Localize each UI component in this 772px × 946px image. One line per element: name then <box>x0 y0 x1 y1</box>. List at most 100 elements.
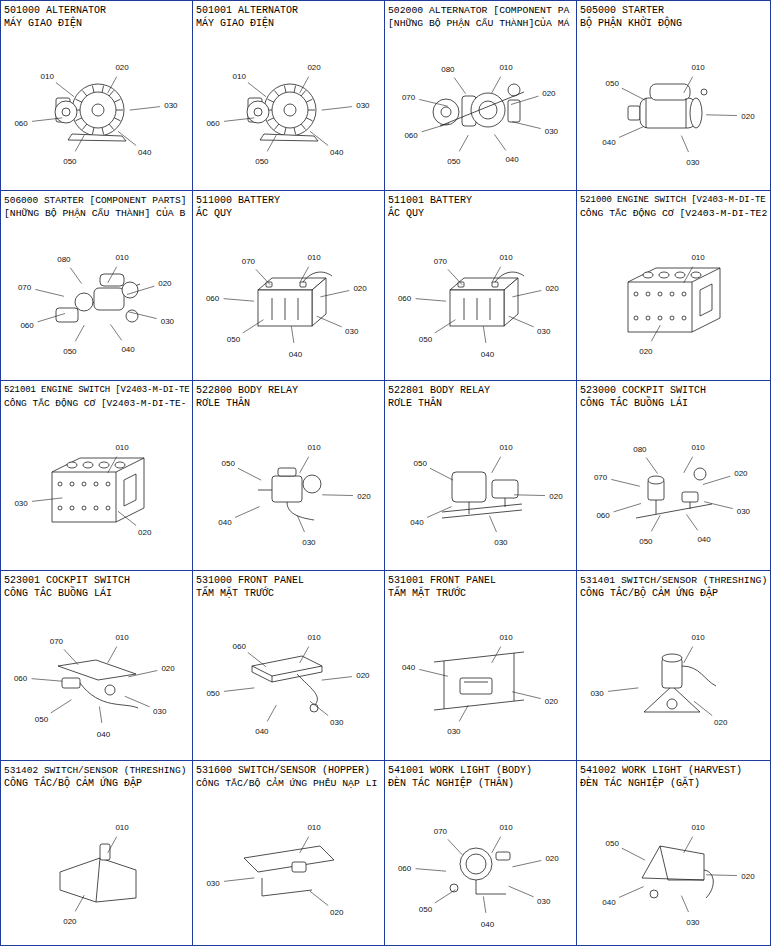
leader-line <box>38 313 65 321</box>
part-ellipse <box>659 272 669 278</box>
callout-number: 020 <box>713 718 728 727</box>
part-rect <box>94 288 124 310</box>
callout-number: 010 <box>690 63 705 72</box>
part-outline <box>442 504 522 518</box>
section-title-vi: CÔNG TẮC ĐỘNG CƠ [V2403-M-DI-TE- <box>4 397 186 410</box>
part-circle <box>667 699 677 709</box>
part-circle <box>670 316 674 320</box>
callout-number: 070 <box>401 92 416 101</box>
part-outline <box>434 652 524 710</box>
part-outline <box>294 128 296 135</box>
index-cell: 531000 FRONT PANELTẤM MẶT TRƯỚC <box>192 570 385 761</box>
section-title-vi: CÔNG TẮC BUỒNG LÁI <box>4 587 112 600</box>
section-title: 531402 SWITCH/SENSOR (THRESHING) <box>4 764 186 777</box>
part-rect <box>496 852 510 860</box>
part-rect <box>62 678 80 688</box>
part-outline <box>52 458 144 522</box>
callout-number: 050 <box>418 334 433 343</box>
part-outline <box>312 278 326 326</box>
leader-line <box>492 647 501 663</box>
section-title-vi: MÁY GIAO ĐIỆN <box>196 17 274 30</box>
part-ellipse <box>99 462 109 468</box>
part-illustration <box>636 468 712 518</box>
leader-line <box>419 669 448 676</box>
part-circle <box>682 292 686 296</box>
leader-line <box>125 696 150 707</box>
leader-line <box>416 299 447 302</box>
callout-number: 040 <box>601 137 616 146</box>
callout-number: 030 <box>329 718 344 727</box>
leader-line <box>300 457 309 473</box>
leader-line <box>127 286 154 294</box>
part-outline <box>80 683 138 708</box>
index-cell: 531401 SWITCH/SENSOR (THRESHING)CÔNG TẮC… <box>576 570 771 761</box>
callout-number: 030 <box>152 707 167 716</box>
callout-number: 050 <box>62 157 77 166</box>
leader-line <box>684 837 693 853</box>
part-illustration <box>442 472 522 518</box>
callout-number: 020 <box>544 697 559 706</box>
callout-number: 020 <box>306 63 321 72</box>
callout-number: 020 <box>544 854 559 863</box>
section-title: 522801 BODY RELAY <box>388 384 490 397</box>
callout-number: 070 <box>49 637 64 646</box>
part-outline <box>476 880 506 894</box>
part-outline <box>92 128 94 135</box>
leader-line <box>483 896 485 912</box>
leader-line <box>310 701 328 715</box>
part-rect <box>450 290 504 326</box>
leader-line <box>32 118 62 121</box>
callout-number: 010 <box>690 253 705 262</box>
part-outline <box>308 110 315 111</box>
part-circle <box>58 506 62 510</box>
leader-line <box>684 457 693 473</box>
leader-line <box>614 503 641 511</box>
leader-line <box>322 677 352 680</box>
part-outline <box>258 490 272 491</box>
callout-number: 060 <box>397 293 412 302</box>
leader-line <box>224 878 254 881</box>
part-outline <box>82 91 86 96</box>
part-illustration <box>628 268 720 332</box>
part-rect <box>272 476 302 502</box>
callout-number: 020 <box>329 908 344 917</box>
callout-number: 080 <box>440 64 455 73</box>
part-illustration <box>450 848 510 894</box>
leader-line <box>514 494 545 496</box>
part-circle <box>126 310 138 322</box>
leader-line <box>512 860 541 866</box>
leader-line <box>430 468 453 480</box>
callout-number: 040 <box>480 349 495 358</box>
callout-number: 030 <box>344 327 359 336</box>
callout-number: 040 <box>217 517 232 526</box>
part-outline <box>114 99 120 102</box>
part-circle <box>94 506 98 510</box>
part-outline <box>60 858 136 902</box>
callout-number: 020 <box>355 671 370 680</box>
section-title: 505000 STARTER <box>580 4 664 17</box>
leader-line <box>224 688 254 691</box>
callout-number: 060 <box>232 641 247 650</box>
callout-number: 020 <box>548 491 563 500</box>
part-illustration <box>642 846 713 898</box>
part-outline <box>704 870 713 898</box>
index-cell: 531402 SWITCH/SENSOR (THRESHING)CÔNG TẮC… <box>0 760 193 946</box>
leader-line <box>706 874 737 876</box>
callout-number: 030 <box>205 878 220 887</box>
part-ellipse <box>67 462 77 468</box>
callout-number: 050 <box>62 347 77 356</box>
part-outline <box>76 118 82 121</box>
callout-number: 030 <box>301 538 316 547</box>
leader-line <box>492 457 501 473</box>
part-circle <box>272 92 308 128</box>
section-title: 523001 COCKPIT SWITCH <box>4 574 130 587</box>
part-circle <box>466 854 486 874</box>
part-illustration <box>252 656 322 712</box>
index-cell: 531600 SWITCH/SENSOR (HOPPER)CÔNG TẮC/BỘ… <box>192 760 385 946</box>
leader-line <box>51 700 72 713</box>
callout-number: 020 <box>160 664 175 673</box>
leader-line <box>243 320 264 333</box>
part-outline <box>628 268 720 332</box>
part-outline <box>495 272 524 282</box>
callout-number: 050 <box>413 459 428 468</box>
